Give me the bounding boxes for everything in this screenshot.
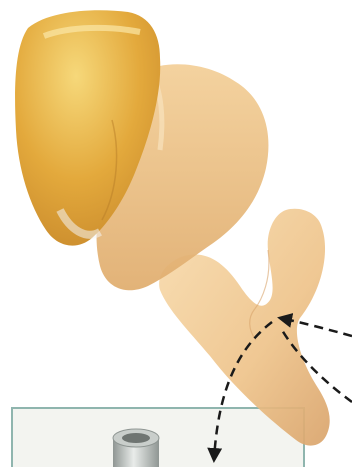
inset-box (12, 408, 304, 467)
metal-fitting (113, 429, 159, 467)
